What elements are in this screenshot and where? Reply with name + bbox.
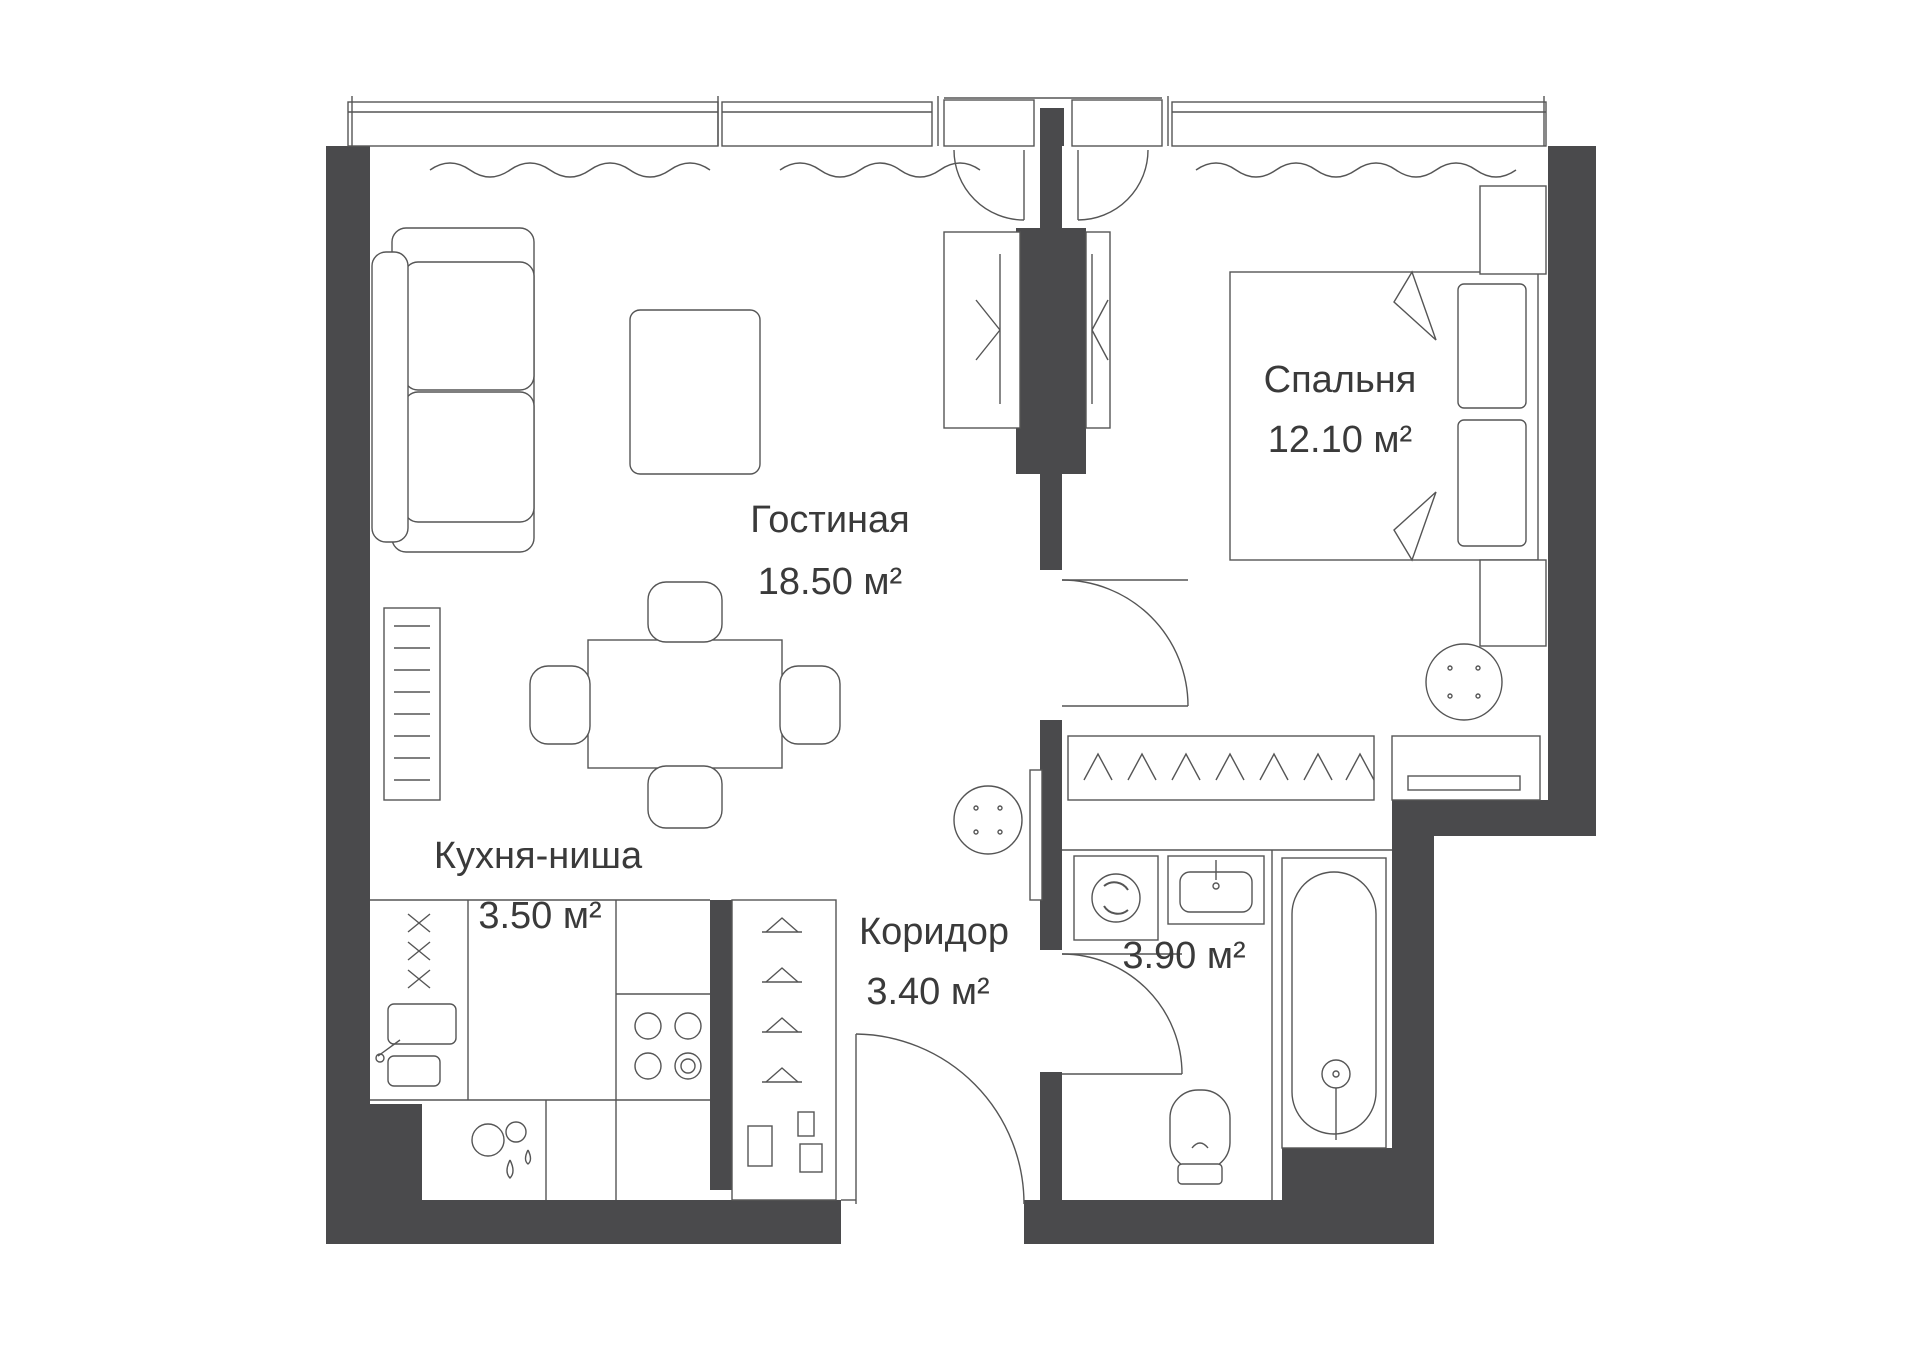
wall-kitchen-corner [360,1104,422,1200]
room-label-bathroom: 3.90 м² [1122,935,1245,977]
room-area: 12.10 м² [1268,419,1412,461]
room-label-corridor: Коридор 3.40 м² [859,911,1009,1013]
coffee-table [629,309,761,475]
wall-closet-column [710,900,732,1190]
dresser [1391,735,1541,801]
walls [326,108,1596,1244]
room-area: 3.90 м² [1122,935,1245,977]
sink-icon [375,1003,457,1087]
bathroom-door [1061,953,1183,1075]
cooktop-icon [634,1012,702,1080]
nightstand-bottom [1479,559,1547,647]
mirror [1029,769,1043,901]
room-name: Гостиная [750,499,910,541]
wall-left [326,146,370,1244]
bed [1229,270,1539,562]
kitchen-counter [370,899,710,1200]
washer-icon [1073,855,1159,941]
radiator [383,607,441,801]
room-label-living: Гостиная 18.50 м² [750,499,910,603]
washing-machine-icon [471,1121,532,1179]
wall-top-mid [1040,108,1064,146]
washbasin-icon [1167,855,1265,925]
entrance-door [841,1033,1025,1205]
bedroom-door [1061,579,1189,707]
balcony-doors [953,149,1149,221]
wall-bottom-right [1024,1200,1434,1244]
room-name: Спальня [1264,359,1417,401]
wall-bottom-left [326,1200,841,1244]
window-frames [347,96,1547,147]
nightstand-top [1479,185,1547,275]
wall-corridor-lower [1040,1072,1062,1244]
sofa [371,227,535,553]
room-name: Коридор [859,911,1009,953]
room-label-kitchen: Кухня-ниша 3.50 м² [434,835,643,937]
room-area: 3.50 м² [478,895,601,937]
wardrobe [731,899,837,1201]
wall-right-upper [1548,146,1596,836]
bathtub-icon [1281,857,1387,1149]
wall-right-lower [1392,800,1434,1244]
room-name: Кухня-ниша [434,835,643,877]
toilet-icon [1169,1089,1231,1185]
ottoman [953,785,1023,855]
wall-bath-corner [1282,1148,1392,1200]
wall-partition-pillar [1016,228,1086,474]
curtains [429,162,1517,178]
wall-corridor-left [1040,720,1062,950]
room-area: 3.40 м² [866,971,989,1013]
dishwasher-icon [407,913,431,989]
bedroom-ottoman [1425,643,1503,721]
tv-stand [943,231,1111,429]
bedroom-wardrobe [1067,735,1375,801]
room-area: 18.50 м² [758,561,902,603]
dining-set [529,581,841,829]
room-label-bedroom: Спальня 12.10 м² [1264,359,1417,461]
